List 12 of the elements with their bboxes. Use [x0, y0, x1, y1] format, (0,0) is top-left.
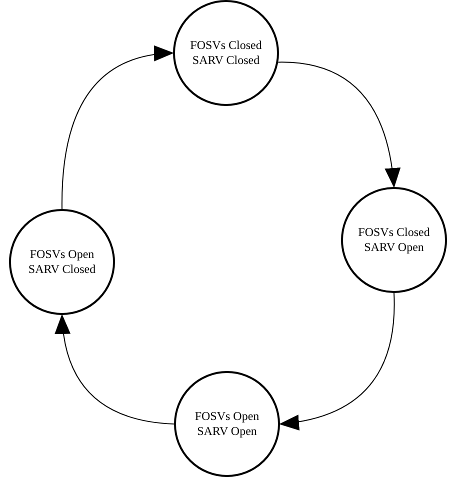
- state-label: FOSVs Closed: [358, 225, 430, 240]
- curved-arrow: [278, 62, 400, 188]
- curved-arrow: [55, 314, 174, 424]
- state-label: SARV Closed: [192, 53, 260, 68]
- state-label: FOSVs Open: [30, 247, 94, 262]
- state-label: SARV Open: [364, 240, 424, 255]
- curved-arrow: [279, 292, 395, 430]
- curved-arrow: [62, 46, 174, 210]
- state-label: FOSVs Closed: [190, 38, 262, 53]
- state-label: SARV Open: [197, 424, 257, 439]
- state-label: SARV Closed: [28, 262, 96, 277]
- state-label: FOSVs Open: [194, 409, 260, 424]
